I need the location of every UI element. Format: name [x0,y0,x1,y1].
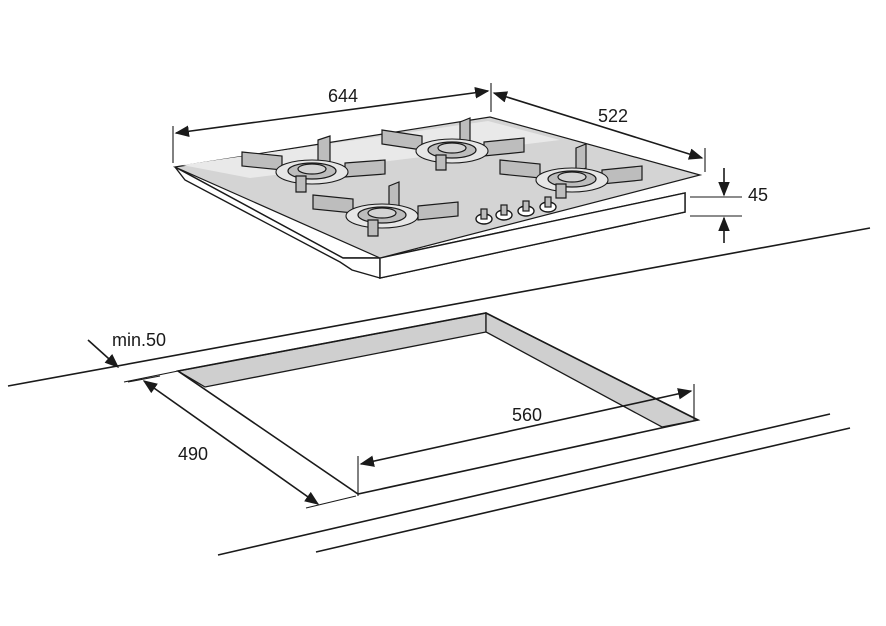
extension-line [123,370,179,383]
grate-arm [295,175,307,193]
grate-arm [555,183,567,199]
dimension-label-cutout-depth: 490 [178,444,208,464]
hob-left-edge [174,166,381,279]
dimension-label-cutout-width: 560 [512,405,542,425]
dimension-line [492,91,704,160]
hob-illustration [172,116,703,279]
dimension-label-height: 45 [748,185,768,205]
dimension-min-distance: min.50 [87,330,179,383]
dimension-line [142,380,320,505]
dimension-height: 45 [690,168,768,243]
knob [517,200,535,217]
burner-cap [367,207,397,219]
dimension-line [174,87,490,137]
cutout-back-wall [176,312,487,388]
burner-cap [297,163,327,175]
dimension-line [359,388,693,467]
worktop-back-edge [7,227,871,387]
burner-front-left [312,181,459,237]
knob [475,208,493,225]
grate-arm [367,219,379,237]
worktop-front-lower-edge [315,427,851,553]
hob-right-edge [379,192,686,279]
dimension-width: 644 [172,83,492,163]
worktop-front-edge [217,413,831,556]
dimension-label-width: 644 [328,86,358,106]
dimension-cutout-depth: 490 [127,375,357,509]
grate-arm [344,159,386,178]
extension-line [127,375,161,383]
extension-line [305,495,357,509]
dimension-depth: 522 [492,91,706,172]
grate-arm [435,154,447,171]
burner-cap [557,171,587,183]
burner-cap [437,142,467,154]
knob [495,204,513,221]
dimension-label-min-distance: min.50 [112,330,166,350]
knob [539,196,557,213]
dimension-cutout-width: 560 [357,384,695,496]
dimension-line [87,339,120,368]
worktop [7,227,871,556]
burner-back-left [241,135,386,193]
dimension-label-depth: 522 [598,106,628,126]
control-knobs [475,196,557,225]
